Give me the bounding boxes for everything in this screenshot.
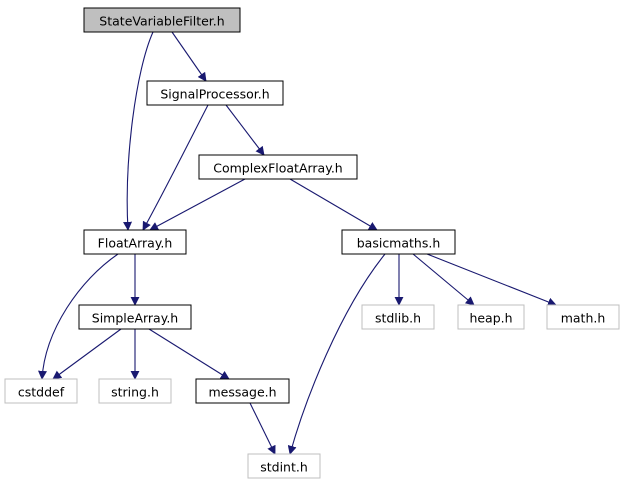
node-box-complexfloatarray — [198, 154, 358, 180]
edge-message-to-stdint — [249, 402, 276, 455]
node-heap: heap.h — [457, 304, 525, 330]
node-box-cstddef — [4, 378, 78, 404]
node-label-math: math.h — [561, 311, 606, 326]
nodes-layer: StateVariableFilter.hSignalProcessor.hCo… — [4, 7, 620, 479]
node-label-stdlib: stdlib.h — [375, 311, 421, 326]
node-string: string.h — [98, 378, 172, 404]
node-label-string: string.h — [111, 385, 159, 400]
edge-basicmaths-to-stdint — [287, 253, 386, 455]
node-box-heap — [457, 304, 525, 330]
node-box-basicmaths — [341, 229, 456, 255]
node-math: math.h — [546, 304, 620, 330]
node-floatarray[interactable]: FloatArray.h — [83, 229, 187, 255]
node-label-heap: heap.h — [469, 311, 512, 326]
node-basicmaths[interactable]: basicmaths.h — [341, 229, 456, 255]
edge-simplearray-to-cstddef — [52, 328, 122, 380]
node-box-stdlib — [361, 304, 435, 330]
node-simplearray[interactable]: SimpleArray.h — [78, 304, 192, 330]
edge-statevariablefilter-to-floatarray — [123, 31, 154, 231]
edge-complexfloatarray-to-basicmaths — [289, 178, 378, 231]
node-stdlib: stdlib.h — [361, 304, 435, 330]
node-label-stdint: stdint.h — [260, 460, 308, 475]
node-box-floatarray — [83, 229, 187, 255]
edge-signalprocessor-to-complexfloatarray — [225, 104, 265, 156]
edge-simplearray-to-message — [148, 328, 230, 380]
node-complexfloatarray[interactable]: ComplexFloatArray.h — [198, 154, 358, 180]
edge-floatarray-to-cstddef — [38, 253, 119, 380]
node-box-stdint — [247, 453, 321, 479]
node-label-complexfloatarray: ComplexFloatArray.h — [213, 161, 342, 176]
edge-complexfloatarray-to-floatarray — [149, 178, 246, 231]
node-label-cstddef: cstddef — [18, 385, 65, 400]
node-label-message: message.h — [208, 385, 276, 400]
node-message[interactable]: message.h — [195, 378, 290, 404]
node-label-floatarray: FloatArray.h — [98, 236, 173, 251]
edge-statevariablefilter-to-signalprocessor — [171, 31, 207, 82]
node-box-simplearray — [78, 304, 192, 330]
node-label-simplearray: SimpleArray.h — [92, 311, 178, 326]
node-stdint: stdint.h — [247, 453, 321, 479]
edge-signalprocessor-to-floatarray — [142, 104, 209, 231]
node-label-statevariablefilter: StateVariableFilter.h — [99, 14, 224, 29]
node-statevariablefilter: StateVariableFilter.h — [83, 7, 241, 33]
edges-layer — [38, 31, 557, 455]
node-box-signalprocessor — [146, 80, 284, 106]
node-signalprocessor[interactable]: SignalProcessor.h — [146, 80, 284, 106]
edge-basicmaths-to-math — [426, 253, 557, 307]
node-label-signalprocessor: SignalProcessor.h — [160, 87, 269, 102]
node-box-math — [546, 304, 620, 330]
node-box-string — [98, 378, 172, 404]
node-label-basicmaths: basicmaths.h — [357, 236, 441, 251]
node-box-statevariablefilter — [83, 7, 241, 33]
edge-basicmaths-to-heap — [412, 253, 475, 306]
node-box-message — [195, 378, 290, 404]
node-cstddef: cstddef — [4, 378, 78, 404]
